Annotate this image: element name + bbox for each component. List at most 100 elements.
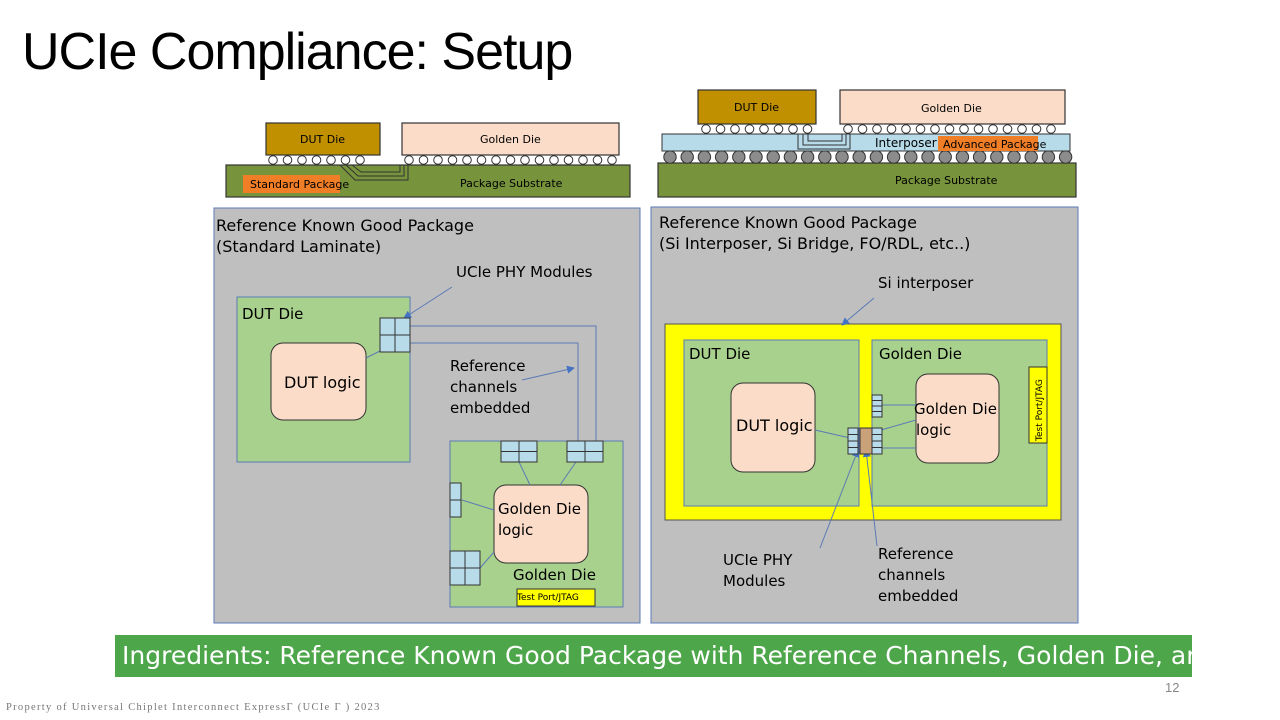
c4-bump [783, 150, 798, 164]
right-dut-die [697, 89, 817, 125]
bump [563, 155, 574, 165]
bump [404, 155, 414, 165]
right-ref-channels-2: channels [878, 566, 945, 584]
bump [744, 124, 755, 134]
c4-bump [697, 150, 712, 164]
left-ref-channels-1: Reference [450, 357, 526, 375]
phy-module-grid [449, 550, 481, 586]
c4-bump [714, 150, 729, 164]
left-channel-lines [365, 286, 597, 569]
right-dut-logic [730, 382, 816, 473]
right-phy-modules-1: UCIe PHY [723, 551, 793, 569]
left-phy-grids [379, 317, 604, 586]
right-dut-die-block-label: DUT Die [689, 345, 750, 363]
bump [973, 124, 984, 134]
left-phy-modules-label: UCIe PHY Modules [456, 263, 593, 281]
left-dut-die [265, 122, 381, 156]
left-golden-logic-label-2: logic [498, 521, 533, 539]
bump [549, 155, 559, 165]
right-dut-die-label: DUT Die [734, 101, 779, 114]
c4-bump [904, 150, 918, 164]
c4-bump [1058, 150, 1073, 164]
page-number: 12 [1165, 680, 1180, 695]
right-phy-grids [847, 394, 883, 455]
bump [701, 124, 711, 134]
bump [592, 155, 603, 165]
c4-bump [749, 150, 763, 164]
c4-bump [1007, 150, 1021, 164]
c4-bump [921, 150, 935, 164]
slide-title: UCIe Compliance: Setup [22, 23, 573, 81]
left-reference-panel: Reference Known Good Package (Standard L… [213, 207, 641, 624]
bump [340, 155, 351, 165]
right-reference-panel: Reference Known Good Package (Si Interpo… [650, 206, 1079, 624]
right-substrate [657, 162, 1077, 198]
bump [988, 124, 998, 134]
right-package-label: Advanced Package [943, 138, 1047, 151]
left-package-label: Standard Package [250, 178, 349, 191]
left-panel-heading-2: (Standard Laminate) [216, 237, 381, 256]
advanced-package-crosssection: Advanced Package Interposer DUT Die Gold… [657, 89, 1077, 198]
c4-bump [869, 150, 884, 164]
c4-bump [972, 150, 987, 164]
right-micro-bumps [701, 124, 1056, 134]
phy-module-grid [871, 427, 883, 455]
right-channel-lines [814, 297, 917, 549]
right-c4-bumps [663, 150, 1073, 164]
left-package-label-box [243, 175, 340, 193]
footer-copyright: Property of Universal Chiplet Interconne… [6, 702, 381, 713]
c4-bump [886, 150, 901, 164]
right-golden-die-label: Golden Die [921, 102, 982, 115]
c4-bump [732, 150, 746, 164]
right-ref-channels-1: Reference [878, 545, 954, 563]
right-dut-logic-label: DUT logic [736, 416, 813, 435]
bump [433, 155, 443, 165]
right-panel-heading-2: (Si Interposer, Si Bridge, FO/RDL, etc..… [659, 234, 970, 253]
bump [1031, 124, 1042, 134]
c4-bump [990, 150, 1004, 164]
right-ref-channels-3: embedded [878, 587, 958, 605]
bump [268, 155, 278, 165]
bump [788, 124, 798, 134]
bump [297, 155, 307, 165]
left-dut-logic-label: DUT logic [284, 373, 361, 392]
bump [355, 155, 365, 165]
bump [491, 155, 501, 165]
right-phy-modules-2: Modules [723, 572, 786, 590]
phy-module-grid [500, 440, 538, 463]
c4-bump [1024, 150, 1038, 164]
bump [505, 155, 516, 165]
c4-bump [835, 150, 849, 164]
left-test-port-label: Test Port/JTAG [516, 593, 579, 603]
c4-bump [800, 150, 815, 164]
left-substrate-traces [339, 164, 409, 181]
bump [872, 124, 882, 134]
c4-bump [766, 150, 780, 164]
right-package-label-box [938, 136, 1038, 151]
left-golden-logic [493, 484, 589, 564]
left-golden-die-label: Golden Die [480, 133, 541, 146]
c4-bump [852, 150, 866, 164]
bump [462, 155, 472, 165]
right-interposer-label: Interposer [875, 136, 937, 150]
bump [326, 155, 336, 165]
bump [959, 124, 969, 134]
bump [447, 155, 458, 165]
left-panel-heading-1: Reference Known Good Package [216, 216, 474, 235]
left-golden-die [401, 122, 620, 156]
standard-package-crosssection: Standard Package DUT Die Golden Die Pack… [225, 122, 631, 198]
bump [759, 124, 769, 134]
bump [915, 124, 926, 134]
bump [311, 155, 322, 165]
right-panel-heading-1: Reference Known Good Package [659, 213, 917, 232]
c4-bump [1041, 150, 1056, 164]
bump [1002, 124, 1013, 134]
bump [607, 155, 617, 165]
bump [715, 124, 726, 134]
left-substrate-label: Package Substrate [460, 177, 563, 190]
left-ref-channels-2: channels [450, 378, 517, 396]
bump [534, 155, 545, 165]
c4-bump [680, 150, 694, 164]
c4-bump [663, 150, 677, 164]
